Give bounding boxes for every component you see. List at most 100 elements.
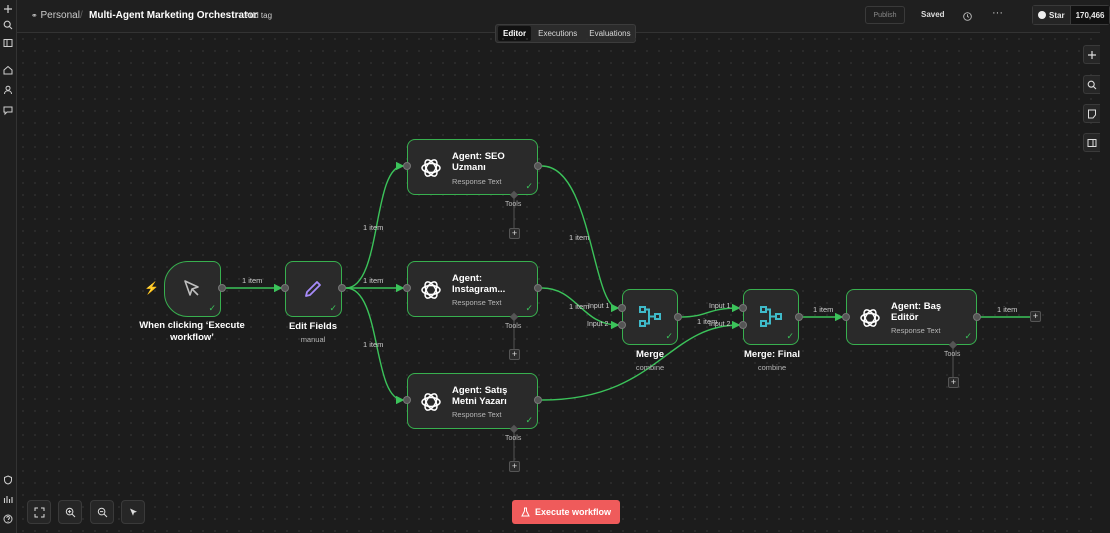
agent-satis-input-handle[interactable] (403, 396, 411, 404)
merge-final-output-handle[interactable] (795, 313, 803, 321)
plus-icon[interactable] (2, 3, 14, 15)
trigger-title: When clicking ‘Execute workflow’ (139, 320, 245, 343)
edit-fields-input-handle[interactable] (281, 284, 289, 292)
edge-instagram-merge (541, 287, 620, 330)
chat-icon[interactable] (2, 104, 14, 116)
agent-satis-tools-label: Tools (505, 435, 522, 442)
edge-label-edit-instagram: 1 item (363, 276, 383, 285)
agent-instagram-input-handle[interactable] (403, 284, 411, 292)
edge-edit-seo (345, 161, 405, 289)
merge-node[interactable]: ✓ (622, 289, 678, 345)
connections-layer: 1 item 1 item 1 item 1 item 1 item 1 ite… (226, 161, 1031, 462)
edge-label-instagram-merge: 1 item (569, 302, 589, 311)
add-node-button[interactable] (1083, 45, 1100, 64)
trigger-node[interactable]: ✓ (164, 261, 221, 317)
search-icon (1087, 80, 1097, 89)
merge-icon (639, 306, 661, 327)
history-icon[interactable] (962, 9, 974, 21)
zoom-in-button[interactable] (58, 500, 82, 524)
lightning-icon: ⚡ (144, 281, 159, 295)
edge-label-final-bas: 1 item (813, 305, 833, 314)
merge-output-handle[interactable] (674, 313, 682, 321)
breadcrumb-separator: / (80, 10, 83, 21)
agent-instagram-add-tool-button[interactable]: + (509, 349, 520, 360)
cursor-pointer-icon (184, 280, 199, 296)
flask-icon (521, 507, 530, 517)
sticky-note-button[interactable] (1083, 104, 1100, 123)
project-breadcrumb[interactable]: ⚭ Personal (31, 10, 80, 21)
merge-final-input2-handle[interactable] (739, 321, 747, 329)
left-rail (0, 0, 17, 533)
agent-instagram-title: Agent:Instagram... (452, 273, 506, 295)
execute-workflow-button[interactable]: Execute workflow (512, 500, 620, 524)
merge-final-input1-label: Input 1 (709, 303, 731, 310)
agent-instagram-subtitle: Response Text (452, 298, 502, 307)
plus-icon (1088, 50, 1096, 59)
trigger-output-handle[interactable] (218, 284, 226, 292)
merge-icon (760, 306, 782, 327)
edge-label-edit-satis: 1 item (363, 340, 383, 349)
agent-instagram-tools-label: Tools (505, 323, 522, 330)
merge-subtitle: combine (635, 363, 665, 372)
edge-label-seo-merge: 1 item (569, 233, 589, 242)
pencil-icon (305, 281, 321, 297)
edge-satis-mergefinal (541, 320, 741, 401)
add-node-end-button[interactable]: + (1030, 311, 1041, 322)
workflow-name[interactable]: Multi-Agent Marketing Orchestrator (89, 10, 258, 21)
shield-icon[interactable] (2, 474, 14, 486)
merge-title: Merge (636, 349, 664, 360)
agent-bas-editor-output-handle[interactable] (973, 313, 981, 321)
publish-button[interactable]: Publish (865, 6, 905, 24)
merge-input1-handle[interactable] (618, 304, 626, 312)
merge-input1-label: Input 1 (588, 303, 610, 310)
workflow-canvas[interactable]: 1 item 1 item 1 item 1 item 1 item 1 ite… (17, 33, 1100, 533)
add-tag-button[interactable]: + Add tag (238, 11, 273, 20)
fit-view-icon (34, 507, 44, 517)
edit-fields-node[interactable]: ✓ (285, 261, 342, 317)
agent-bas-editor-subtitle: Response Text (891, 326, 941, 335)
agent-satis-add-tool-button[interactable]: + (509, 461, 520, 472)
merge-final-input1-handle[interactable] (739, 304, 747, 312)
merge-final-node[interactable]: ✓ (743, 289, 799, 345)
github-star-widget[interactable]: Star 170,466 (1032, 5, 1110, 25)
success-check-icon: ✓ (786, 331, 794, 341)
agent-seo-add-tool-button[interactable]: + (509, 228, 520, 239)
openai-icon (421, 281, 441, 299)
edge-label-merge-final: 1 item (697, 317, 717, 326)
search-nodes-button[interactable] (1083, 75, 1100, 94)
search-icon[interactable] (2, 19, 14, 31)
edit-fields-output-handle[interactable] (338, 284, 346, 292)
zoom-out-button[interactable] (90, 500, 114, 524)
edge-merge-mergefinal (681, 303, 741, 318)
openai-icon (860, 309, 880, 327)
user-icon: ⚭ (31, 11, 38, 20)
fit-view-button[interactable] (27, 500, 51, 524)
github-star-button[interactable]: Star (1033, 6, 1070, 24)
more-options-icon[interactable]: ··· (992, 7, 1003, 19)
home-icon[interactable] (2, 64, 14, 76)
merge-input2-handle[interactable] (618, 321, 626, 329)
agent-instagram-node[interactable]: Agent:Instagram... Response Text ✓ (407, 261, 538, 317)
help-icon[interactable] (2, 513, 14, 525)
agent-seo-output-handle[interactable] (534, 162, 542, 170)
agent-satis-output-handle[interactable] (534, 396, 542, 404)
agent-seo-tools-label: Tools (505, 201, 522, 208)
edit-fields-subtitle: manual (300, 335, 326, 344)
pointer-mode-button[interactable] (121, 500, 145, 524)
github-star-count: 170,466 (1069, 6, 1110, 24)
chart-icon[interactable] (2, 493, 14, 505)
merge-final-title: Merge: Final (744, 349, 800, 360)
agent-instagram-output-handle[interactable] (534, 284, 542, 292)
agent-bas-editor-add-tool-button[interactable]: + (948, 377, 959, 388)
user-icon[interactable] (2, 84, 14, 96)
edge-seo-merge (541, 165, 620, 313)
toggle-panel-button[interactable] (1083, 133, 1100, 152)
sidebar-toggle-icon[interactable] (2, 37, 14, 49)
agent-seo-input-handle[interactable] (403, 162, 411, 170)
agent-bas-editor-input-handle[interactable] (842, 313, 850, 321)
edge-edit-satis (345, 287, 405, 405)
